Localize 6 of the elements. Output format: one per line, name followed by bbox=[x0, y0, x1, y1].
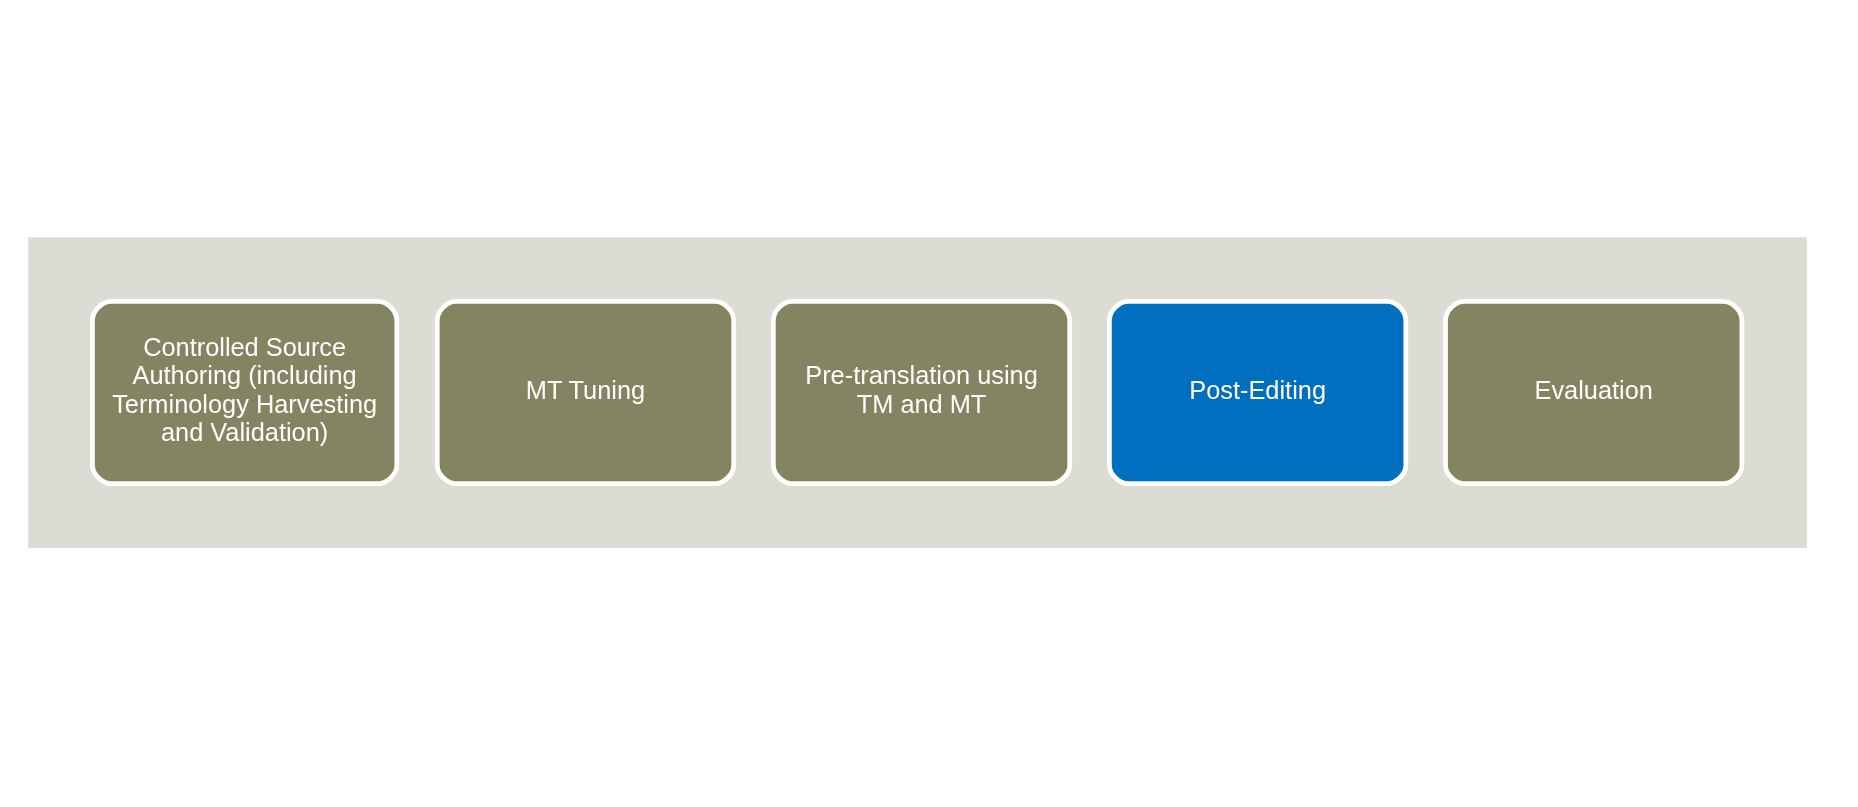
node-box: Evaluation bbox=[1443, 298, 1745, 486]
cluster bbox=[28, 236, 1807, 548]
node-box: Post-Editing bbox=[1107, 298, 1409, 486]
node-box: Pre-translation using TM and MT bbox=[770, 298, 1073, 486]
node-box: MT Tuning bbox=[434, 298, 737, 486]
node-box: Controlled Source Authoring (including Terminology Harvesting and Validation) bbox=[90, 298, 400, 486]
